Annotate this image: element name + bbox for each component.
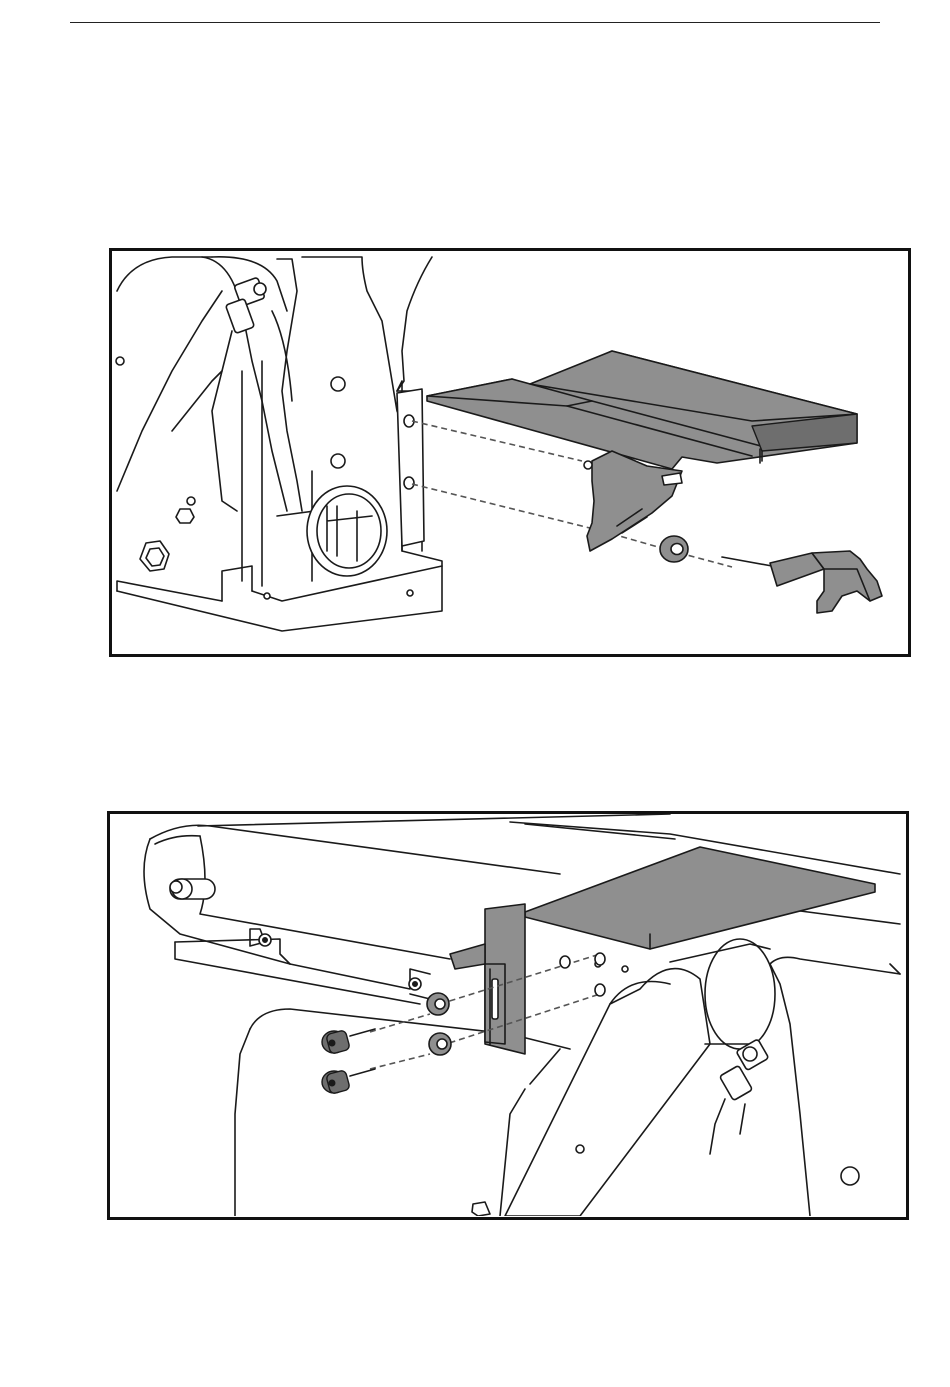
work-table: [427, 351, 857, 551]
figure-2-disc-table-assembly: [107, 811, 909, 1220]
washer: [660, 536, 688, 562]
mount-hole-3: [595, 984, 605, 996]
alignment-line-lower: [412, 484, 602, 531]
washers: [427, 993, 451, 1055]
figure-1-table-assembly: [109, 248, 911, 657]
table-assembly-illustration: [112, 251, 907, 653]
pivot-arm: [505, 939, 775, 1216]
mounting-boss: [397, 389, 424, 546]
mount-hole-lower: [404, 477, 414, 489]
lock-handle: [722, 551, 882, 613]
alignment-line-screw-upper: [370, 1014, 430, 1032]
mount-hole-1: [560, 956, 570, 968]
header-rule: [70, 22, 880, 23]
cap-screws: [322, 1029, 375, 1094]
alignment-line-screw-lower: [370, 1054, 430, 1069]
sander-body: [116, 257, 442, 631]
mount-hole-2: [595, 953, 605, 965]
disc-table-assembly-illustration: [110, 814, 905, 1216]
